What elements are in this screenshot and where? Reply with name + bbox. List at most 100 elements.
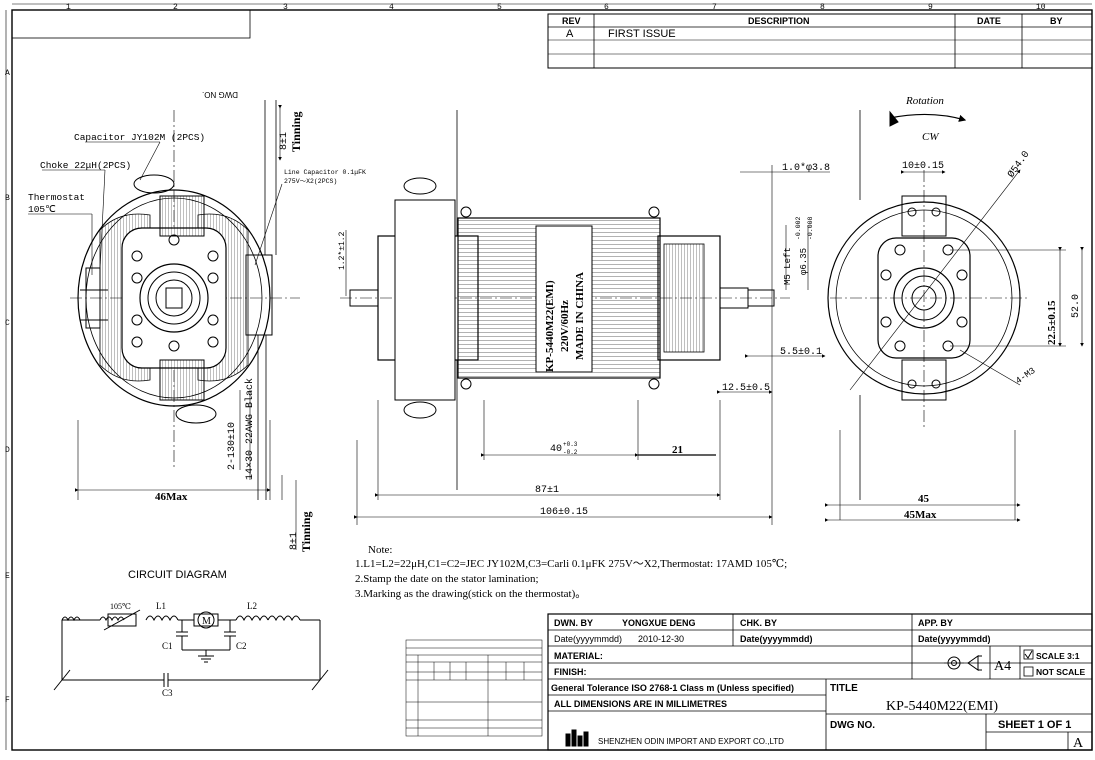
svg-text:7: 7 <box>712 3 717 12</box>
dim-hole: 1.0*φ3.8 <box>782 162 830 174</box>
dwg-no-label: DWG NO. <box>830 720 875 731</box>
dim-1-2: 1.2*±1.2 <box>338 231 347 270</box>
dim-45: 45 <box>918 493 930 505</box>
note-2: 2.Stamp the date on the stator laminatio… <box>355 573 539 585</box>
thermostat-label: Thermostat <box>28 192 85 203</box>
lead-length-label: 2-130±10 <box>227 422 238 470</box>
rev-header: REV <box>562 16 581 26</box>
svg-text:B: B <box>5 194 10 203</box>
svg-text:D: D <box>5 446 10 455</box>
units-label: ALL DIMENSIONS ARE IN MILLIMETRES <box>554 699 727 709</box>
svg-text:8: 8 <box>820 3 825 12</box>
dim-40-tol-lo: -0.2 <box>563 449 578 456</box>
left-view-labels: Capacitor JY102M (2PCS) Choke 22μH(2PCS)… <box>28 112 366 552</box>
zone-rows: A B C D E F <box>5 69 10 705</box>
circuit-c3: C3 <box>162 688 173 698</box>
description-value: FIRST ISSUE <box>608 28 676 40</box>
date-label-3: Date(yyyymmdd) <box>918 634 991 644</box>
zone-columns: 1 2 3 4 5 6 7 8 9 10 <box>66 3 1046 12</box>
circuit-l1: L1 <box>156 601 166 611</box>
center-view <box>340 110 830 525</box>
dim-5-5: 5.5±0.1 <box>780 347 822 358</box>
description-header: DESCRIPTION <box>748 16 810 26</box>
date-label-2: Date(yyyymmdd) <box>740 634 813 644</box>
svg-text:3: 3 <box>283 3 288 12</box>
tinning-top-dim: 8±1 <box>279 132 290 150</box>
dim-shaft-tol-lo: -0.008 <box>807 216 814 240</box>
choke-label: Choke 22μH(2PCS) <box>40 160 131 171</box>
revision-table: REV DESCRIPTION DATE BY A FIRST ISSUE <box>547 13 1093 69</box>
dim-45max: 45Max <box>904 509 937 521</box>
cw-label: CW <box>922 131 939 143</box>
title-label: TITLE <box>830 683 858 694</box>
date-header: DATE <box>977 16 1001 26</box>
not-scale-label: NOT SCALE <box>1036 667 1085 677</box>
note-3: 3.Marking as the drawing(stick on the th… <box>355 588 586 600</box>
svg-text:9: 9 <box>928 3 933 12</box>
dwn-by-label: DWN. BY <box>554 618 593 628</box>
left-view <box>28 100 300 550</box>
dim-21: 21 <box>672 444 683 456</box>
dim-12-5: 12.5±0.5 <box>722 383 770 394</box>
line-cap-label-2: 275V〜X2(2PCS) <box>284 178 337 185</box>
rotation-label: Rotation <box>905 95 944 107</box>
svg-text:A: A <box>5 69 10 78</box>
dim-10: 10±0.15 <box>902 161 944 172</box>
svg-text:2: 2 <box>173 3 178 12</box>
company-name: SHENZHEN ODIN IMPORT AND EXPORT CO.,LTD <box>598 737 784 746</box>
svg-text:5: 5 <box>497 3 502 12</box>
svg-text:1: 1 <box>66 3 71 12</box>
date-value: 2010-12-30 <box>638 634 684 644</box>
tinning-bot-dim: 8±1 <box>289 532 300 550</box>
title-block <box>547 613 1093 751</box>
line-cap-label-1: Line Capacitor 0.1μFK <box>284 169 366 176</box>
circuit-labels: CIRCUIT DIAGRAM 105℃ L1 L2 M C1 C2 C3 <box>110 569 257 698</box>
circuit-thermo: 105℃ <box>110 602 131 611</box>
svg-text:E: E <box>5 572 10 581</box>
dim-54: Ø54.0 <box>1005 149 1032 180</box>
title-block-labels: DWN. BY YONGXUE DENG CHK. BY APP. BY Dat… <box>551 618 1085 751</box>
material-label: MATERIAL: <box>554 651 603 661</box>
dim-22-5: 22.5±0.15 <box>1046 300 1058 345</box>
size-label: A4 <box>994 659 1011 674</box>
right-view-labels: Rotation CW 10±0.15 Ø54.0 22.5±0.15 52.0… <box>902 95 1082 521</box>
dim-40: 40 <box>550 444 562 455</box>
circuit-diagram <box>53 609 329 691</box>
thermostat-temp: 105℃ <box>28 204 56 215</box>
nameplate-model: KP-5440M22(EMI) <box>544 280 556 372</box>
lead-wire-label: 14×30 22AWG Black <box>244 378 256 480</box>
circuit-c1: C1 <box>162 641 173 651</box>
rev-value: A <box>566 28 574 40</box>
center-view-labels: KP-5440M22(EMI) 220V/60Hz MADE IN CHINA … <box>338 162 830 518</box>
right-view <box>825 110 1084 522</box>
dim-thread: M5 Left <box>783 247 793 285</box>
nameplate-origin: MADE IN CHINA <box>574 272 586 360</box>
finish-label: FINISH: <box>554 667 587 677</box>
svg-text:F: F <box>5 696 10 705</box>
circuit-motor: M <box>202 616 211 627</box>
tolerance-label: General Tolerance ISO 2768-1 Class m (Un… <box>551 683 794 693</box>
by-header: BY <box>1050 16 1063 26</box>
drawer-name: YONGXUE DENG <box>622 618 696 628</box>
circuit-l2: L2 <box>247 601 257 611</box>
dim-87: 87±1 <box>535 485 559 496</box>
nameplate-rating: 220V/60Hz <box>559 300 571 352</box>
dwg-no-mirrored: DWG NO. <box>202 90 238 99</box>
circuit-title: CIRCUIT DIAGRAM <box>128 569 227 581</box>
scale-label: SCALE 3:1 <box>1036 651 1080 661</box>
note-1: 1.L1=L2=22μH,C1=C2=JEC JY102M,C3=Carli 0… <box>355 558 787 570</box>
dim-106: 106±0.15 <box>540 507 588 518</box>
tinning-bot-label: Tinning <box>299 512 313 552</box>
svg-text:10: 10 <box>1036 3 1046 12</box>
dim-m3: 4-M3 <box>1014 366 1037 387</box>
dim-52: 52.0 <box>1071 294 1082 318</box>
notes: Note: 1.L1=L2=22μH,C1=C2=JEC JY102M,C3=C… <box>355 544 787 600</box>
svg-text:C: C <box>5 319 10 328</box>
svg-text:6: 6 <box>604 3 609 12</box>
title-value: KP-5440M22(EMI) <box>886 699 998 714</box>
left-width-label: 46Max <box>155 491 188 503</box>
svg-text:4: 4 <box>389 3 394 12</box>
notes-title: Note: <box>368 544 392 556</box>
